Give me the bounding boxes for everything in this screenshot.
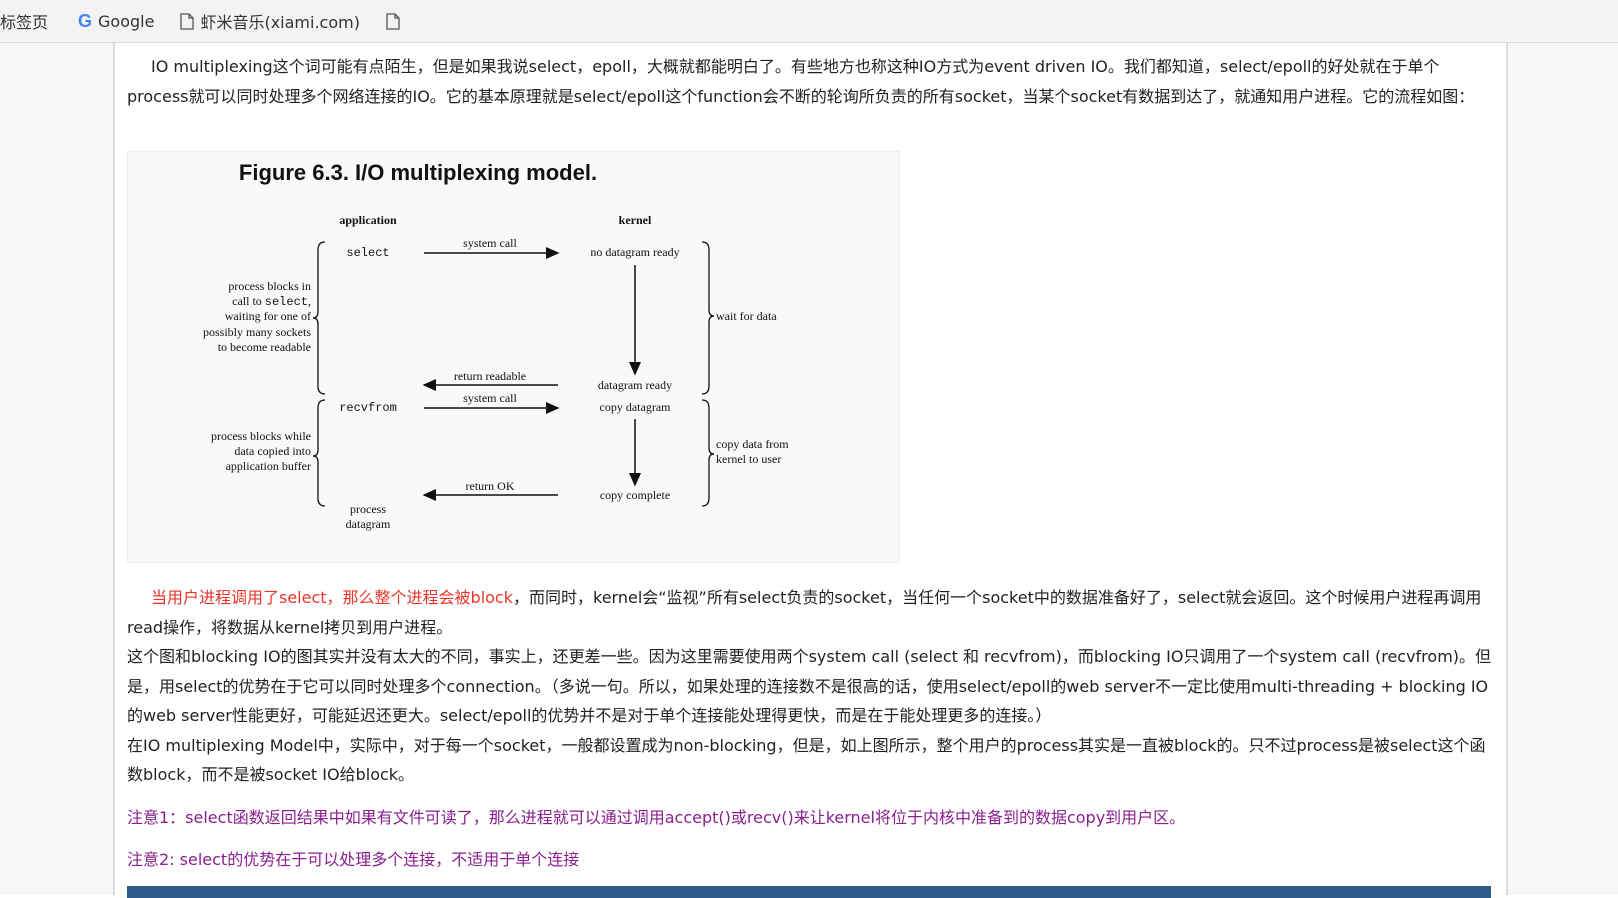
intro-text: IO multiplexing这个词可能有点陌生，但是如果我说select，ep… [127,57,1475,106]
left-annot-2-line-2: data copied into [234,444,311,458]
highlight-text: 当用户进程调用了select，那么整个进程会被block [151,588,513,607]
bookmark-google[interactable]: G Google [60,0,166,42]
io-multiplexing-figure: Figure 6.3. I/O multiplexing model. appl… [127,151,900,563]
copy-data-label-2: kernel to user [716,452,781,466]
system-call-label-2: system call [463,391,517,405]
page-icon [180,12,195,30]
explanation-paragraph-2: 这个图和blocking IO的图其实并没有太大的不同，事实上，还更差一些。因为… [127,647,1492,725]
no-datagram-ready-label: no datagram ready [590,245,679,259]
right-brace-1 [701,241,715,395]
kernel-header: kernel [619,213,652,227]
left-gutter [0,43,115,895]
right-brace-2 [701,399,715,507]
datagram-ready-label: datagram ready [598,378,672,392]
left-annot-1-line-4: possibly many sockets [203,325,311,339]
application-header: application [339,213,397,227]
note-1: 注意1：select函数返回结果中如果有文件可读了，那么进程就可以通过调用acc… [127,808,1186,827]
left-annot-2-line-3: application buffer [226,459,311,473]
bookmark-xiami-label: 虾米音乐(xiami.com) [200,13,360,32]
bookmark-tabs-label: 标签页 [0,13,49,32]
return-readable-label: return readable [454,369,526,383]
copy-datagram-label: copy datagram [600,400,672,414]
select-label: select [346,246,389,260]
left-brace-1 [312,241,326,395]
intro-paragraph: IO multiplexing这个词可能有点陌生，但是如果我说select，ep… [127,52,1497,111]
bookmarks-bar: 标签页 G Google 虾米音乐(xiami.com) [0,0,1618,43]
bookmark-tabs[interactable]: 标签页 [0,0,60,42]
explanation-paragraph-1: 当用户进程调用了select，那么整个进程会被block，而同时，kernel会… [127,583,1497,642]
bookmark-untitled[interactable] [372,0,418,42]
recvfrom-label: recvfrom [339,401,397,415]
explanation-paragraph-3: 在IO multiplexing Model中，实际中，对于每一个socket，… [127,735,1486,785]
copy-complete-label: copy complete [600,488,670,502]
left-annot-1-line-5: to become readable [218,340,311,354]
figure-title: Figure 6.3. I/O multiplexing model. [238,160,598,185]
figure-diagram: application kernel select recvfrom proce… [203,213,789,531]
left-annot-1-line-2: call to select, [232,294,311,309]
system-call-label-1: system call [463,236,517,250]
bookmark-google-label: Google [98,11,155,31]
right-gutter [1506,43,1618,895]
google-icon: G [78,10,93,31]
copy-data-label-1: copy data from [716,437,789,451]
left-annot-1-line-1: process blocks in [228,279,311,293]
left-annot-1-line-3: waiting for one of [225,309,311,323]
section-header-bar [127,886,1491,898]
explanation-text-1: ，而同时，kernel会“监视”所有select负责的socket，当任何一个s… [127,588,1482,637]
left-annot-2-line-1: process blocks while [211,429,311,443]
page-icon [386,12,400,30]
bookmark-xiami[interactable]: 虾米音乐(xiami.com) [166,0,372,42]
wait-for-data-label: wait for data [716,309,777,323]
return-ok-label: return OK [466,479,515,493]
explanation-block: 当用户进程调用了select，那么整个进程会被block，而同时，kernel会… [127,583,1497,790]
left-brace-2 [312,399,326,507]
article-content: IO multiplexing这个词可能有点陌生，但是如果我说select，ep… [115,43,1506,898]
process-datagram-label-2: datagram [346,517,391,531]
note-2: 注意2: select的优势在于可以处理多个连接，不适用于单个连接 [127,850,580,869]
process-datagram-label-1: process [350,502,386,516]
